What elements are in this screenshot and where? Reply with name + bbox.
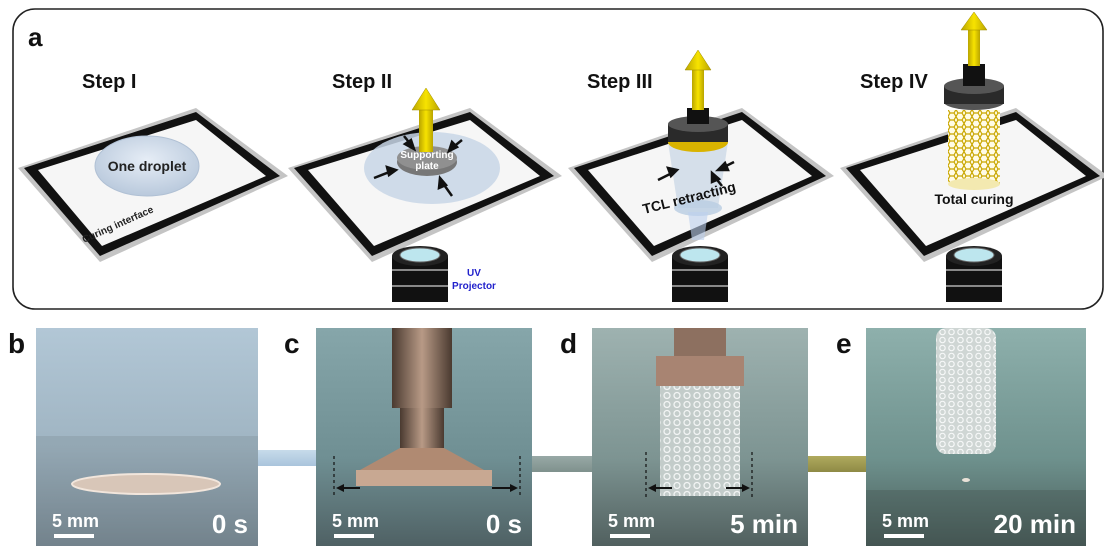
one-droplet-label: One droplet <box>108 158 187 174</box>
uv-projector-icon <box>946 246 1002 302</box>
photo-e-tube: 5 mm 20 min <box>866 328 1086 546</box>
step-2-diagram: Supporting plate UV Projector <box>288 87 562 302</box>
time-label-d: 5 min <box>730 509 798 539</box>
photo-b-droplet: 5 mm 0 s <box>36 328 258 546</box>
photo-c-plate: 5 mm 0 s <box>316 328 532 546</box>
step-1-title: Step I <box>82 71 136 93</box>
scale-label-b: 5 mm <box>52 511 100 531</box>
connector-strip-2 <box>532 456 592 472</box>
scale-bar-b <box>54 534 94 538</box>
scale-label-d: 5 mm <box>608 511 656 531</box>
scale-bar-d <box>610 534 650 538</box>
step-3-title: Step III <box>587 71 653 93</box>
panel-c-letter: c <box>284 328 300 359</box>
panel-e-letter: e <box>836 328 852 359</box>
scale-bar-c <box>334 534 374 538</box>
panel-b-letter: b <box>8 328 26 359</box>
droplet <box>94 135 200 197</box>
hex-lattice-tube <box>948 110 1000 184</box>
flat-droplet <box>71 473 221 495</box>
time-label-b: 0 s <box>211 509 248 539</box>
step-4-diagram: Total curing <box>840 11 1104 302</box>
scale-label-c: 5 mm <box>332 511 380 531</box>
step-3-diagram: TCL retracting <box>568 49 834 302</box>
uv-projector-icon <box>672 246 728 302</box>
plate-label: plate <box>415 161 439 172</box>
projector-label: Projector <box>452 281 496 292</box>
uv-projector-icon <box>392 246 448 302</box>
step-1-diagram: One droplet Curing interface <box>18 108 288 262</box>
connector-strip-3 <box>808 456 868 472</box>
panel-a-schematic: a Step I Step II Step III Step IV One dr… <box>12 8 1104 310</box>
photo-d-lattice: 5 mm 5 min <box>592 328 808 546</box>
connector-strip-1 <box>258 450 318 466</box>
uv-label: UV <box>467 268 481 279</box>
time-label-e: 20 min <box>993 509 1076 539</box>
panel-d-letter: d <box>560 328 578 359</box>
step-4-title: Step IV <box>860 71 928 93</box>
supporting-label: Supporting <box>400 150 453 161</box>
scale-bar-e <box>884 534 924 538</box>
panel-a-letter: a <box>28 22 43 52</box>
scale-label-e: 5 mm <box>882 511 930 531</box>
time-label-c: 0 s <box>485 509 522 539</box>
lattice-tube-photo <box>936 328 996 454</box>
panel-a-frame <box>12 8 1104 310</box>
total-curing-label: Total curing <box>934 191 1013 207</box>
step-2-title: Step II <box>332 71 392 93</box>
